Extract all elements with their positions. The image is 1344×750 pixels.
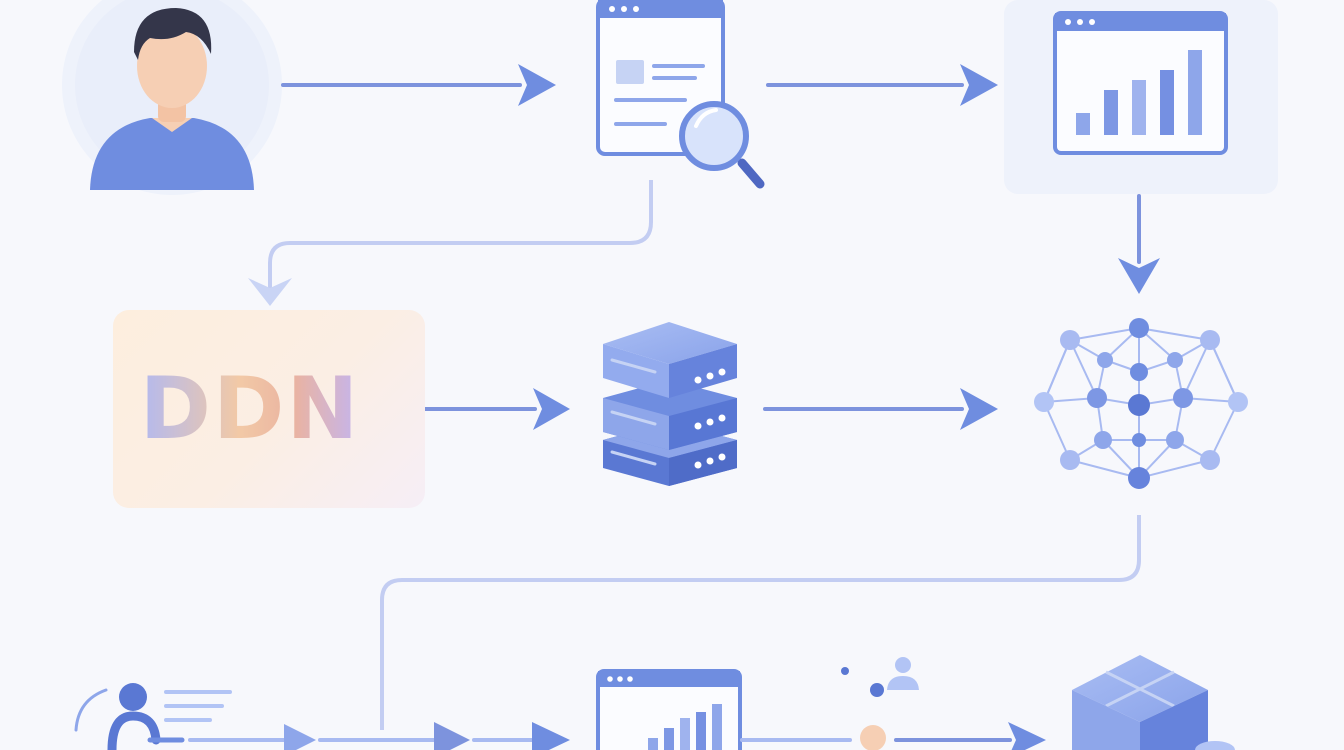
connector-line: [380, 515, 1141, 730]
people-nodes-icon: [841, 657, 919, 750]
flow-arrow: [472, 722, 570, 750]
cube-icon: [1072, 655, 1235, 750]
user-with-list-icon: [74, 683, 232, 750]
flow-arrow: [894, 722, 1046, 750]
chart-window-icon: [596, 669, 742, 750]
flow-arrow: [188, 724, 316, 750]
neural-network-icon: [1034, 318, 1248, 489]
flow-arrow: [398, 388, 570, 430]
flow-arrow: [763, 388, 998, 430]
user-avatar-icon: [62, 0, 282, 195]
flow-arrow: [281, 64, 556, 106]
ddn-label: DDN: [139, 359, 361, 459]
bar-chart-window-icon: [1004, 0, 1278, 194]
flow-arrow-down: [1118, 194, 1160, 294]
flow-arrow: [766, 64, 998, 106]
connector-line: [248, 180, 653, 306]
flow-arrow: [318, 722, 470, 750]
document-search-icon: [596, 0, 765, 189]
server-stack-icon: [603, 322, 737, 486]
